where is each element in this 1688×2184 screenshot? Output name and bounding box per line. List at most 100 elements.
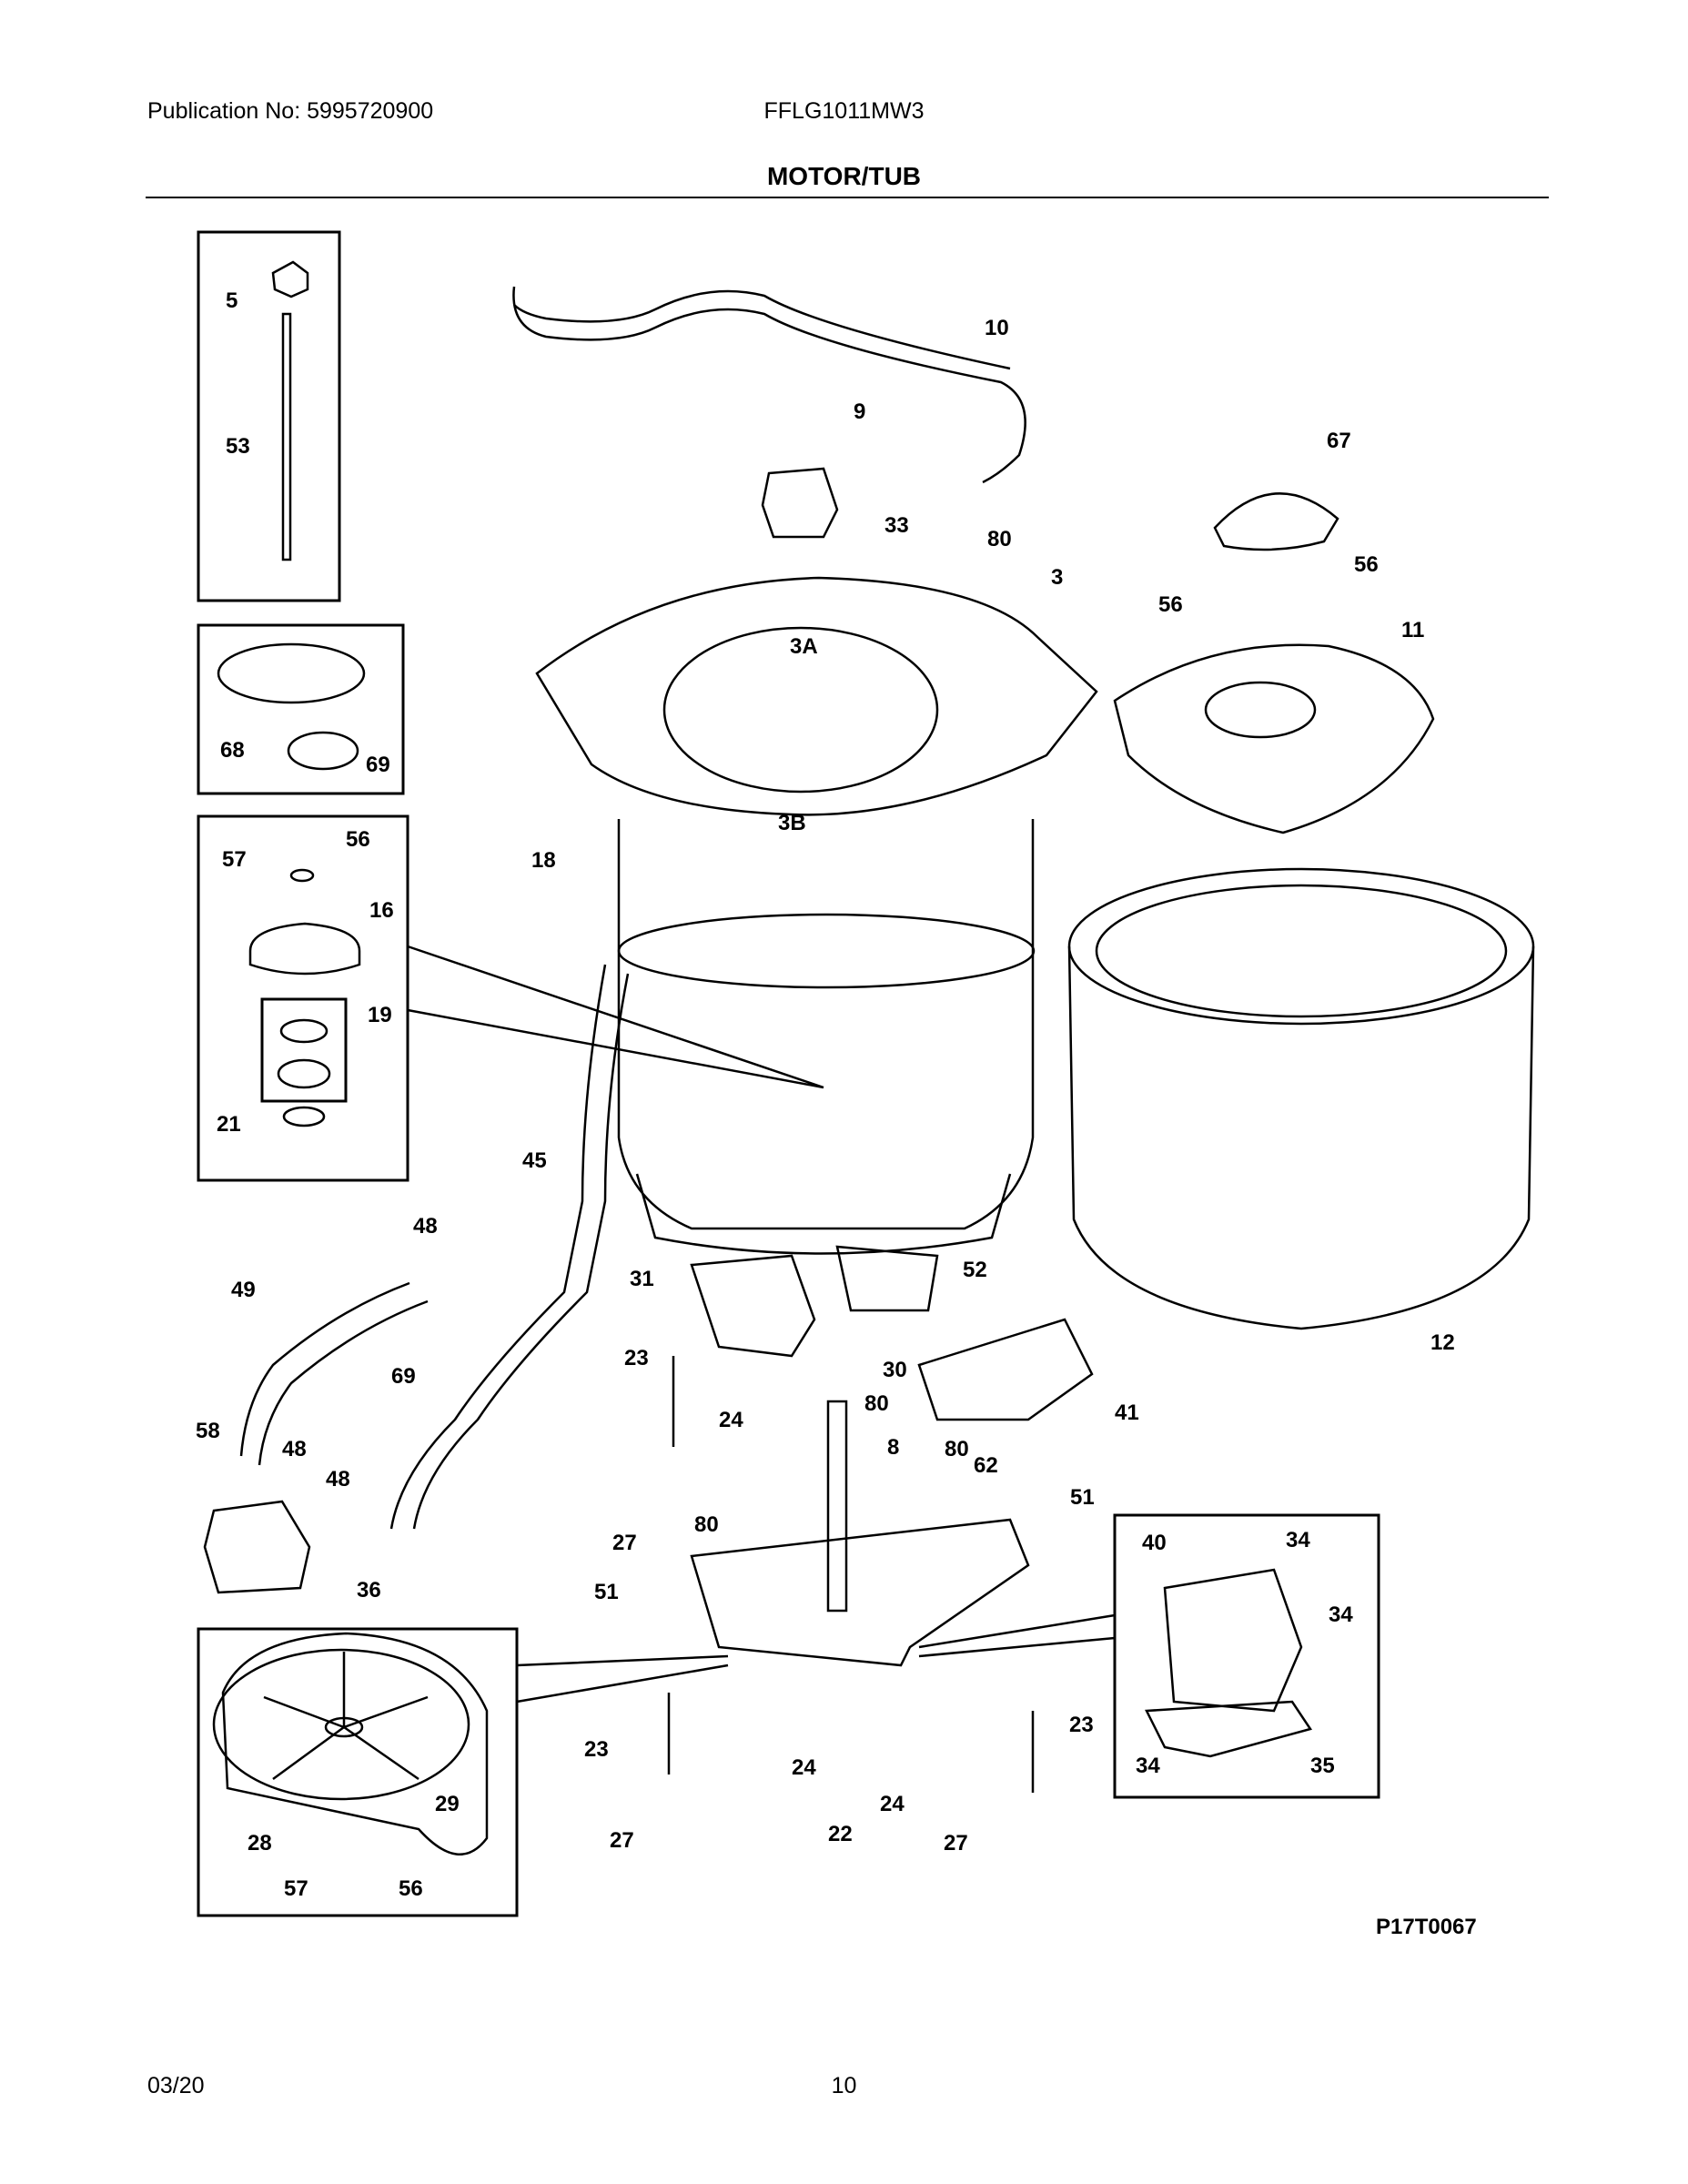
- callout-label: 3A: [790, 634, 818, 659]
- callout-label: 3: [1051, 565, 1063, 590]
- callout-label: 62: [974, 1453, 998, 1478]
- callout-label: 80: [864, 1391, 889, 1416]
- callout-label: 27: [944, 1831, 968, 1855]
- cap-shape: [1213, 492, 1339, 551]
- pump-shape: [203, 1500, 311, 1594]
- callout-label: 8: [887, 1435, 899, 1460]
- tub-bottom-shape: [635, 1173, 1012, 1255]
- callout-label: 19: [368, 1003, 392, 1027]
- callout-label: 56: [1158, 592, 1183, 617]
- callout-label: 21: [217, 1112, 241, 1137]
- pulley-spokes: [263, 1652, 429, 1781]
- inset-box-pulley: [197, 1627, 519, 1917]
- motor-pointer-lines: [918, 1613, 1116, 1658]
- callout-label: 36: [357, 1578, 381, 1603]
- model-number: FFLG1011MW3: [763, 98, 925, 124]
- bearing-top-shape: [279, 1018, 329, 1044]
- page-number: 10: [831, 2073, 857, 2098]
- washer-shape: [289, 868, 315, 883]
- callout-label: 58: [196, 1419, 220, 1443]
- callout-label: 52: [963, 1258, 987, 1282]
- pulley-pointer-lines: [516, 1654, 729, 1704]
- callout-label: 22: [828, 1822, 853, 1846]
- callout-label: 48: [282, 1437, 307, 1461]
- callout-label: 80: [694, 1512, 719, 1537]
- callout-label: 53: [226, 434, 250, 459]
- callout-label: 30: [883, 1358, 907, 1382]
- impeller-hub: [1204, 681, 1317, 739]
- motor-shape: [1163, 1568, 1303, 1713]
- inset-box-clamp: [197, 623, 405, 795]
- footer-date: 03/20: [147, 2073, 205, 2098]
- drain-hose-shape: [389, 964, 607, 1530]
- callout-label: 68: [220, 738, 245, 763]
- callout-label: 9: [854, 399, 865, 424]
- drain-hose-shape-2: [412, 973, 630, 1530]
- callout-label: 34: [1286, 1528, 1310, 1552]
- callout-label: 16: [369, 898, 394, 923]
- callout-label: 49: [231, 1278, 256, 1302]
- basket-rim: [1067, 867, 1535, 1026]
- seal-shape: [217, 642, 366, 704]
- impeller-shape: [1113, 643, 1435, 834]
- callout-label: 48: [413, 1214, 438, 1239]
- level-sensor-shape: [271, 260, 309, 298]
- callout-label: 41: [1115, 1400, 1139, 1425]
- bracket-shape-2: [835, 1245, 939, 1312]
- callout-label: 10: [985, 316, 1009, 340]
- tub-cover-opening: [662, 626, 939, 794]
- belt-guard-shape: [917, 1318, 1094, 1421]
- callout-label: 56: [346, 827, 370, 852]
- seal-ring-shape: [282, 1106, 326, 1127]
- callout-label: 24: [792, 1755, 816, 1780]
- callout-label: 35: [1310, 1754, 1335, 1778]
- basket-body: [1067, 945, 1535, 1330]
- callout-label: 34: [1136, 1754, 1160, 1778]
- callout-label: 27: [610, 1828, 634, 1853]
- callout-label: 33: [884, 513, 909, 538]
- callout-label: 5: [226, 288, 238, 313]
- page-title: MOTOR/TUB: [766, 162, 922, 190]
- callout-label: 3B: [778, 811, 806, 835]
- publication-number: Publication No: 5995720900: [147, 98, 434, 124]
- tub-cover-shape: [535, 576, 1098, 816]
- mounting-plate-shape: [690, 1518, 1030, 1667]
- clamp-shape: [287, 731, 359, 771]
- callout-label: 80: [945, 1437, 969, 1461]
- inset-box-level-hose: [197, 230, 341, 602]
- callout-label: 69: [391, 1364, 416, 1389]
- callout-label: 57: [284, 1876, 308, 1901]
- inset-box-motor: [1113, 1513, 1380, 1799]
- callout-label: 18: [531, 848, 556, 873]
- callout-label: 12: [1430, 1330, 1455, 1355]
- callout-label: 67: [1327, 429, 1351, 453]
- drive-shaft: [826, 1400, 848, 1613]
- inset-box-bearing: [197, 814, 409, 1182]
- pulley-rim: [212, 1648, 470, 1801]
- callout-label: 51: [1070, 1485, 1095, 1510]
- callout-label: 28: [248, 1831, 272, 1855]
- tub-body-shape: [617, 819, 1035, 1230]
- callout-label: 24: [880, 1792, 905, 1816]
- inlet-valve-shape: [761, 467, 839, 539]
- callout-label: 51: [594, 1580, 619, 1604]
- figure-code: P17T0067: [1376, 1915, 1477, 1939]
- motor-base-shape: [1145, 1700, 1313, 1758]
- header-rule: [146, 197, 1549, 198]
- callout-label: 31: [630, 1267, 654, 1291]
- basket-rim-inner: [1095, 884, 1508, 1018]
- callout-label: 45: [522, 1148, 547, 1173]
- inset-box-bearing-detail: [260, 997, 348, 1103]
- callout-label: 11: [1401, 618, 1424, 642]
- bearing-hub-shape: [248, 922, 361, 976]
- bearing-bottom-shape: [277, 1058, 331, 1089]
- callout-label: 40: [1142, 1531, 1167, 1555]
- callout-label: 69: [366, 753, 390, 777]
- callout-label: 80: [987, 527, 1012, 551]
- callout-label: 56: [399, 1876, 423, 1901]
- inlet-hose-shape: [239, 1281, 410, 1457]
- hose-shape-inner: [513, 289, 1011, 370]
- tub-band: [617, 913, 1036, 989]
- pump-bracket-shape: [690, 1254, 816, 1358]
